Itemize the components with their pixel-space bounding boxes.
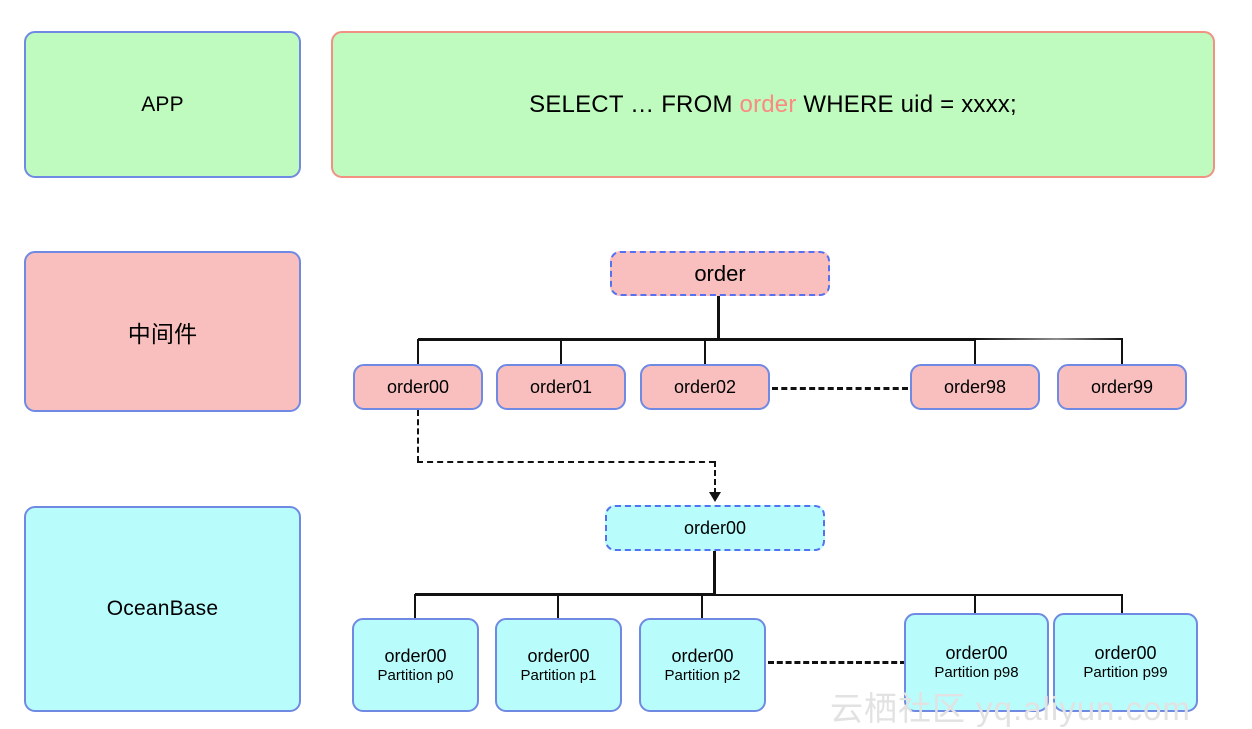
oceanbase-partition-p99: order00 Partition p99: [1053, 613, 1198, 712]
middleware-shard-order00: order00: [353, 364, 483, 410]
sql-suffix: WHERE uid = xxxx;: [796, 90, 1017, 118]
lane-label-oceanbase-text: OceanBase: [106, 597, 219, 620]
connector-drop-partition-p1: [557, 594, 559, 619]
oceanbase-partition-p99-label: Partition p99: [1083, 664, 1168, 682]
connector-drop-order02: [704, 339, 706, 364]
middleware-shard-order02-label: order02: [673, 376, 737, 397]
lane-label-middleware: 中间件: [24, 251, 301, 412]
middleware-shard-order98-label: order98: [943, 376, 1007, 397]
oceanbase-partition-p1-table: order00: [527, 645, 590, 666]
mapping-arrow-segment-down2: [714, 461, 716, 494]
middleware-shard-order99: order99: [1057, 364, 1187, 410]
connector-bus-oceanbase-left: [415, 593, 714, 596]
connector-drop-partition-p99: [1121, 594, 1123, 619]
sql-table-name: order: [739, 90, 797, 118]
connector-bus-oceanbase-right: [714, 594, 1122, 596]
middleware-shard-order02: order02: [640, 364, 770, 410]
mapping-arrow-segment-right: [417, 461, 715, 463]
connector-bus-middleware-faded: [975, 338, 1123, 340]
sql-statement-text: SELECT … FROM order WHERE uid = xxxx;: [529, 91, 1017, 119]
oceanbase-partition-p1-label: Partition p1: [520, 666, 597, 684]
oceanbase-partition-p1: order00 Partition p1: [495, 618, 622, 712]
oceanbase-partition-p98-label: Partition p98: [934, 664, 1019, 682]
connector-root-stem-middleware: [717, 296, 720, 339]
connector-drop-order00: [417, 339, 419, 364]
connector-drop-order99: [1121, 339, 1123, 364]
lane-label-app-text: APP: [141, 92, 184, 116]
connector-bus-middleware-right: [718, 338, 975, 341]
middleware-root-label: order: [694, 260, 746, 286]
connector-drop-partition-p0: [414, 594, 416, 619]
connector-drop-partition-p2: [701, 594, 703, 619]
lane-label-middleware-text: 中间件: [127, 320, 198, 347]
middleware-root-node: order: [610, 251, 830, 296]
lane-label-oceanbase: OceanBase: [24, 506, 301, 712]
sql-statement-box: SELECT … FROM order WHERE uid = xxxx;: [331, 31, 1215, 178]
connector-root-stem-oceanbase: [713, 551, 716, 594]
connector-drop-order01: [560, 339, 562, 364]
mapping-arrow-segment-down: [417, 410, 419, 462]
middleware-shard-order01: order01: [496, 364, 626, 410]
oceanbase-partition-p0: order00 Partition p0: [352, 618, 479, 712]
oceanbase-partition-p99-table: order00: [1094, 643, 1157, 664]
connector-ellipsis-oceanbase: [768, 661, 906, 664]
oceanbase-partition-p2: order00 Partition p2: [639, 618, 766, 712]
oceanbase-partition-p98: order00 Partition p98: [904, 613, 1049, 712]
middleware-shard-order99-label: order99: [1090, 376, 1154, 397]
oceanbase-partition-p2-label: Partition p2: [664, 666, 741, 684]
middleware-shard-order01-label: order01: [529, 376, 593, 397]
connector-drop-order98: [974, 339, 976, 364]
sql-prefix: SELECT … FROM: [529, 90, 740, 118]
mapping-arrowhead-icon: [709, 492, 721, 502]
lane-label-app: APP: [24, 31, 301, 178]
oceanbase-root-label: order00: [683, 517, 747, 538]
oceanbase-partition-p98-table: order00: [945, 643, 1008, 664]
oceanbase-partition-p2-table: order00: [671, 645, 734, 666]
oceanbase-partition-p0-label: Partition p0: [377, 666, 454, 684]
middleware-shard-order98: order98: [910, 364, 1040, 410]
connector-drop-partition-p98: [974, 594, 976, 619]
connector-ellipsis-middleware: [772, 387, 908, 390]
oceanbase-root-node: order00: [605, 505, 825, 551]
oceanbase-partition-p0-table: order00: [384, 645, 447, 666]
connector-bus-middleware-left: [418, 338, 718, 341]
middleware-shard-order00-label: order00: [386, 376, 450, 397]
